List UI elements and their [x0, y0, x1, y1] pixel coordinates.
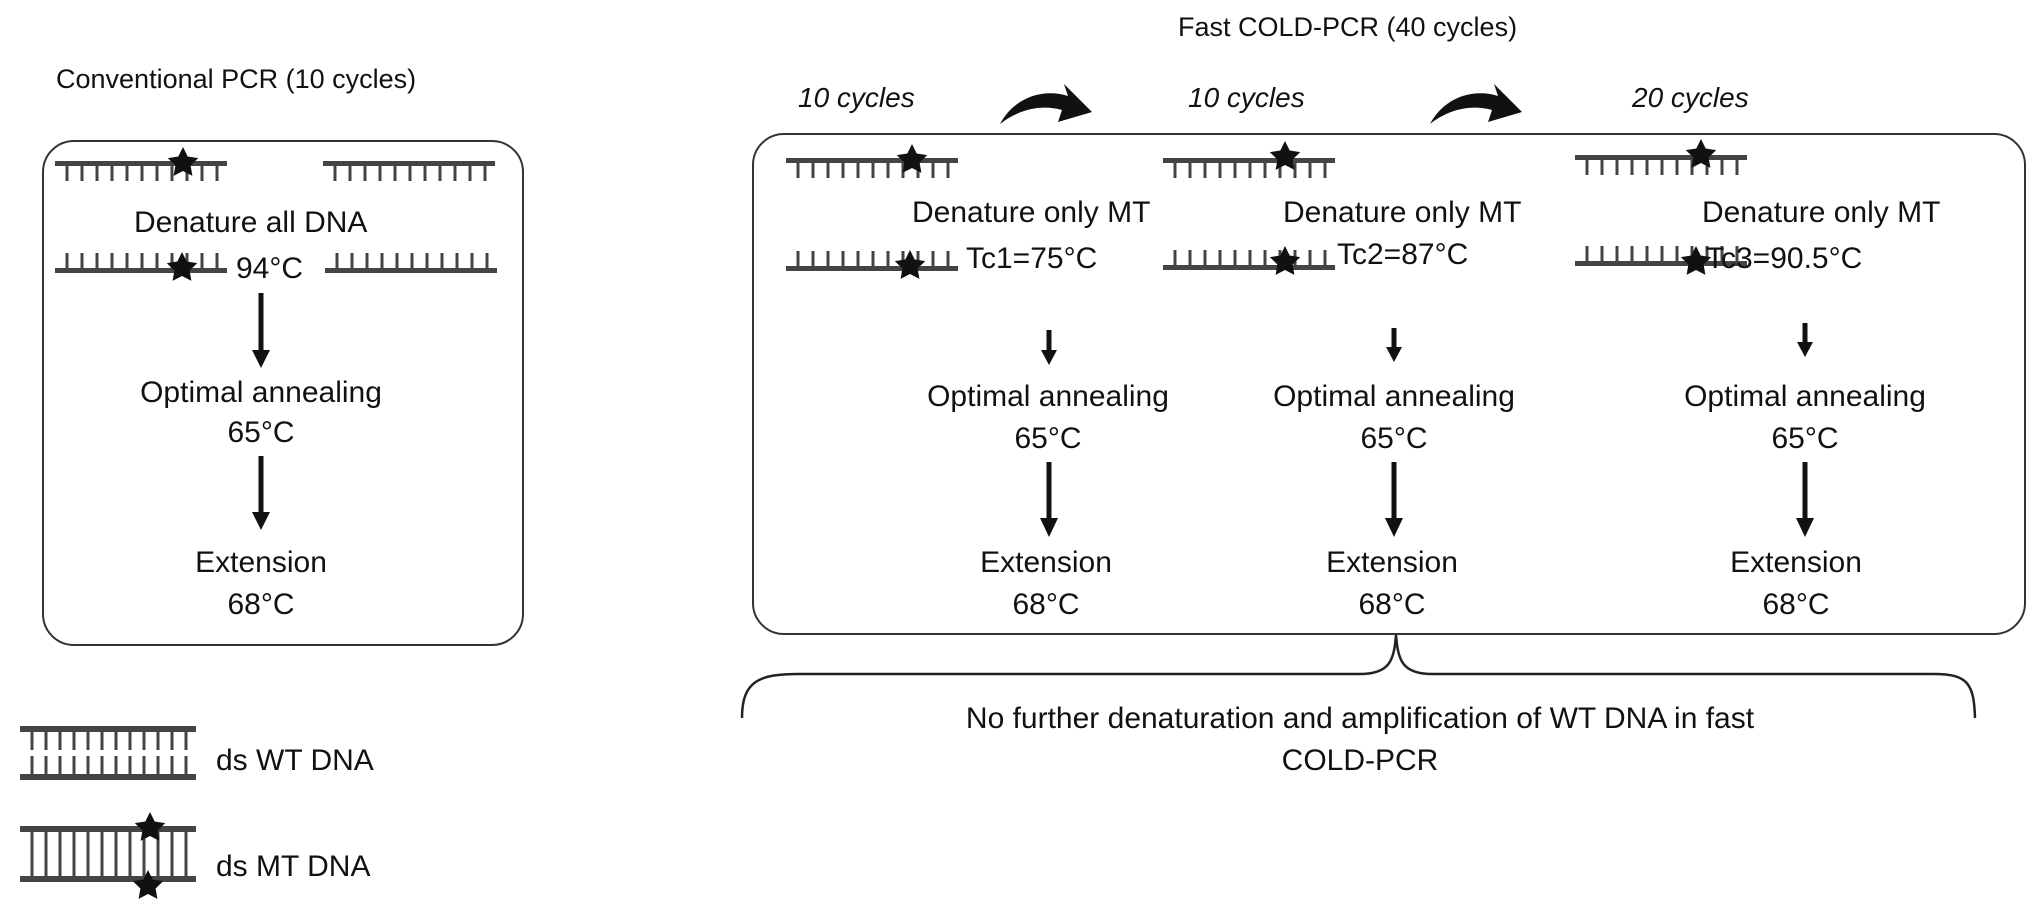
stage1-denature-label: Denature only MT: [912, 196, 1151, 229]
stage3-annealing-label: Optimal annealing: [1684, 380, 1926, 413]
curved-arrow-2: [1430, 84, 1522, 124]
stage2-annealing-label: Optimal annealing: [1273, 380, 1515, 413]
stage2-arrow-2: [1385, 462, 1403, 537]
stage3-denature-label: Denature only MT: [1702, 196, 1941, 229]
curved-arrow-1: [1000, 84, 1092, 124]
stage3-tc: Tc3=90.5°C: [1706, 242, 1863, 275]
conventional-mt-strand-top: [53, 147, 229, 183]
conventional-pcr-box: [42, 140, 524, 646]
stage3-annealing-temp: 65°C: [1771, 422, 1839, 455]
conventional-annealing-label: Optimal annealing: [140, 376, 382, 409]
stage2-mt-strand-top: [1161, 141, 1337, 180]
stage1-mt-strand-bottom: [784, 249, 960, 279]
stage1-arrow-1: [1041, 330, 1057, 365]
stage3-arrow-2: [1796, 462, 1814, 537]
stage3-extension-label: Extension: [1730, 546, 1862, 579]
stage2-cycles: 10 cycles: [1188, 82, 1305, 113]
stage3-extension-temp: 68°C: [1762, 588, 1830, 621]
stage2-tc: Tc2=87°C: [1337, 238, 1469, 271]
conventional-denature-label: Denature all DNA: [134, 206, 368, 239]
legend-wt-dna-symbol: [18, 724, 198, 782]
stage2-annealing-temp: 65°C: [1360, 422, 1428, 455]
stage1-extension-label: Extension: [980, 546, 1112, 579]
legend-wt-label: ds WT DNA: [216, 744, 374, 777]
conventional-denature-temp: 94°C: [236, 252, 304, 285]
stage1-arrow-2: [1040, 462, 1058, 537]
conventional-arrow-1: [252, 293, 270, 368]
conventional-wt-strand-bottom: [323, 251, 499, 275]
conventional-arrow-2: [252, 456, 270, 530]
stage3-cycles: 20 cycles: [1632, 82, 1749, 113]
brace: [740, 634, 1977, 719]
stage3-arrow-1: [1797, 323, 1813, 357]
stage2-denature-label: Denature only MT: [1283, 196, 1522, 229]
conventional-annealing-temp: 65°C: [227, 416, 295, 449]
conventional-mt-strand-bottom: [53, 251, 229, 281]
conventional-title: Conventional PCR (10 cycles): [56, 64, 417, 94]
conventional-wt-strand-top: [321, 159, 497, 183]
stage2-extension-label: Extension: [1326, 546, 1458, 579]
conventional-extension-label: Extension: [195, 546, 327, 579]
wt-note-line1: No further denaturation and amplificatio…: [965, 702, 1755, 735]
fast-cold-pcr-title: Fast COLD-PCR (40 cycles): [1178, 12, 1518, 42]
wt-note-line2: COLD-PCR: [1281, 744, 1439, 777]
stage2-mt-strand-bottom: [1161, 246, 1337, 275]
stage1-annealing-label: Optimal annealing: [927, 380, 1169, 413]
stage1-annealing-temp: 65°C: [1014, 422, 1082, 455]
fast-cold-pcr-box: [752, 133, 2026, 635]
stage2-extension-temp: 68°C: [1358, 588, 1426, 621]
stage1-extension-temp: 68°C: [1012, 588, 1080, 621]
stage1-tc: Tc1=75°C: [966, 242, 1098, 275]
conventional-extension-temp: 68°C: [227, 588, 295, 621]
stage2-arrow-1: [1386, 328, 1402, 362]
stage1-mt-strand-top: [784, 144, 960, 180]
legend-mt-dna-symbol: [20, 812, 196, 899]
stage3-mt-strand-top: [1573, 139, 1749, 177]
stage1-cycles: 10 cycles: [798, 82, 915, 113]
legend-mt-label: ds MT DNA: [216, 850, 371, 883]
